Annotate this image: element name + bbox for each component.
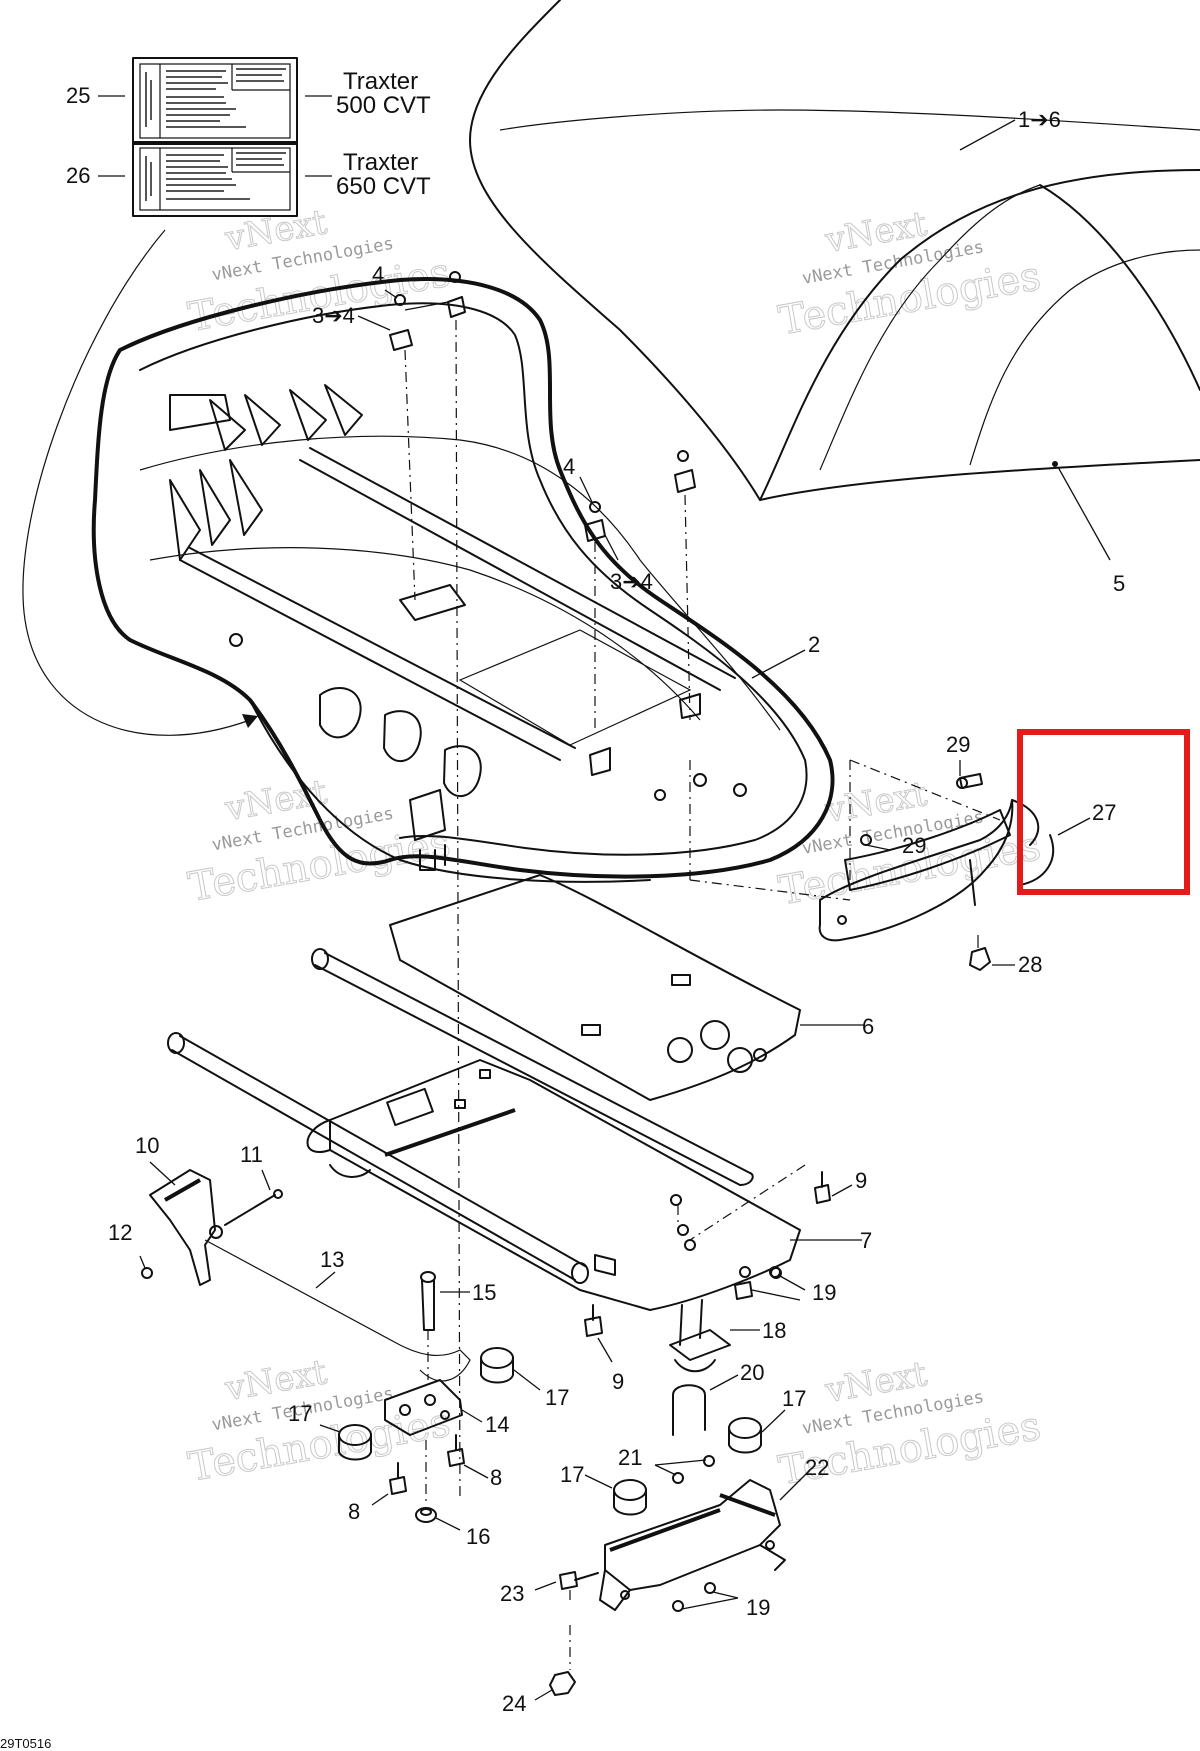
callout-3-to-4-right[interactable]: 3➔4: [610, 569, 653, 594]
callout-1-to-6[interactable]: 1➔6: [1018, 107, 1061, 132]
callout-8-right[interactable]: 8: [490, 1465, 502, 1490]
seat-support-22[interactable]: [599, 1479, 786, 1611]
callout-4-top[interactable]: 4: [372, 262, 384, 287]
callout-19-bottom[interactable]: 19: [746, 1595, 770, 1620]
rubber-bumper-17-c[interactable]: [728, 1417, 762, 1454]
callout-3-to-4-top[interactable]: 3➔4: [312, 303, 355, 328]
decal-label-26[interactable]: [132, 141, 298, 217]
striker-15[interactable]: [420, 1271, 436, 1331]
seat-tube-lower[interactable]: [167, 1032, 589, 1284]
u-bolt-20[interactable]: [672, 1384, 706, 1436]
callout-17-b[interactable]: 17: [288, 1401, 312, 1426]
callout-10[interactable]: 10: [135, 1133, 159, 1158]
seat-tube-upper[interactable]: [311, 948, 754, 1186]
model-label-500: Traxter: [343, 68, 418, 95]
rubber-bumper-17-b[interactable]: [338, 1424, 372, 1461]
bolt-23[interactable]: [559, 1571, 599, 1590]
callout-4-right[interactable]: 4: [563, 454, 575, 479]
callout-24[interactable]: 24: [502, 1691, 526, 1716]
screw-29-top[interactable]: [956, 773, 983, 789]
callout-17-a[interactable]: 17: [545, 1385, 569, 1410]
callout-11[interactable]: 11: [240, 1142, 263, 1167]
clip-12[interactable]: [141, 1267, 153, 1279]
callout-9-bottom[interactable]: 9: [612, 1369, 624, 1394]
seat-base[interactable]: [91, 277, 835, 883]
pin-11[interactable]: [224, 1189, 283, 1226]
callout-16[interactable]: 16: [466, 1524, 490, 1549]
nut-24[interactable]: [549, 1671, 576, 1696]
seat-latch-lever[interactable]: [149, 1169, 223, 1286]
callout-13[interactable]: 13: [320, 1247, 344, 1272]
frame-tab: [329, 1164, 371, 1178]
diagram-code: 29T0516: [0, 1736, 51, 1751]
callout-8-left[interactable]: 8: [348, 1499, 360, 1524]
callout-23[interactable]: 23: [500, 1581, 524, 1606]
callout-14[interactable]: 14: [485, 1412, 509, 1437]
callout-26[interactable]: 26: [66, 163, 90, 188]
nuts-21[interactable]: [672, 1455, 715, 1484]
bolt-9-right[interactable]: [814, 1171, 831, 1204]
callout-15[interactable]: 15: [472, 1280, 496, 1305]
watermark-middle-left: vNext vNext Technologies Technologies: [185, 772, 455, 912]
rubber-bumper-17-d[interactable]: [613, 1479, 647, 1516]
watermark-bottom-left: vNext vNext Technologies Technologies: [185, 1352, 455, 1492]
callout-29-top[interactable]: 29: [946, 732, 970, 757]
decal-location-arrow: [22, 229, 251, 736]
latch-bracket[interactable]: [384, 1379, 463, 1436]
model-label-500-cvt: 500 CVT: [336, 92, 431, 119]
callout-2[interactable]: 2: [808, 632, 820, 657]
callout-5[interactable]: 5: [1113, 571, 1125, 596]
callout-9-right[interactable]: 9: [855, 1168, 867, 1193]
model-label-650: Traxter: [343, 149, 418, 176]
callout-21[interactable]: 21: [618, 1445, 642, 1470]
callout-20[interactable]: 20: [740, 1360, 764, 1385]
bolt-9-bottom[interactable]: [584, 1304, 603, 1337]
rubber-bumper-17-a[interactable]: [480, 1347, 514, 1384]
callout-6[interactable]: 6: [862, 1014, 874, 1039]
arrowhead-icon: [242, 714, 258, 728]
hinge-plate-18[interactable]: [669, 1299, 731, 1373]
bolt-8-right[interactable]: [447, 1434, 465, 1467]
callout-12[interactable]: 12: [108, 1220, 132, 1245]
callout-18[interactable]: 18: [762, 1318, 786, 1343]
seat-cover[interactable]: [469, 0, 1200, 501]
callout-17-d[interactable]: 17: [560, 1462, 584, 1487]
callout-19-top[interactable]: 19: [812, 1280, 836, 1305]
nuts-19-top[interactable]: [734, 1266, 782, 1300]
callout-29-mid[interactable]: 29: [902, 833, 926, 858]
bolt-8-left[interactable]: [389, 1462, 407, 1495]
callout-28[interactable]: 28: [1018, 952, 1042, 977]
nut-clip-right[interactable]: [584, 450, 696, 542]
seat-frame[interactable]: [306, 1059, 801, 1311]
callout-27[interactable]: 27: [1092, 800, 1116, 825]
nuts-19-bottom[interactable]: [672, 1582, 716, 1612]
watermark-top-right: vNext vNext Technologies Technologies: [775, 203, 1045, 344]
nut-clip-top-left[interactable]: [389, 271, 466, 351]
callout-25[interactable]: 25: [66, 83, 90, 108]
model-label-650-cvt: 650 CVT: [336, 173, 431, 200]
push-rivet-28[interactable]: [969, 935, 991, 971]
callout-7[interactable]: 7: [860, 1228, 872, 1253]
highlight-box-27: [1017, 729, 1190, 895]
nut-16[interactable]: [415, 1507, 437, 1523]
seat-pad[interactable]: [389, 874, 801, 1101]
decal-label-25[interactable]: [132, 57, 298, 145]
callout-22[interactable]: 22: [805, 1455, 829, 1480]
callout-17-c[interactable]: 17: [782, 1386, 806, 1411]
